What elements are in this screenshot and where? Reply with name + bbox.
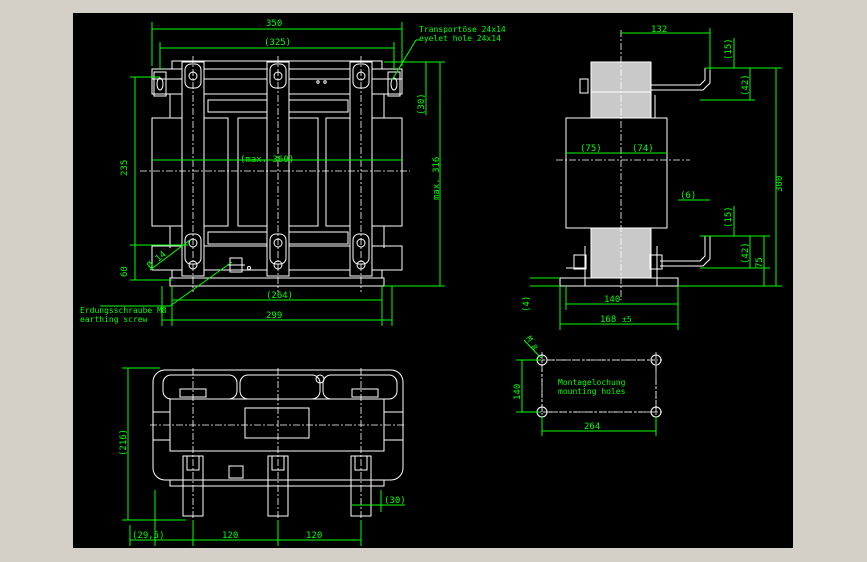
mounting-view: M 8 140 264 Montagelochung mounting hole… <box>513 335 664 436</box>
side-view <box>556 30 711 300</box>
top-view-dimensions: (216) (30) (29,5) 120 120 <box>119 367 406 546</box>
dim-42-top: (42) <box>741 74 751 96</box>
dim-350: 350 <box>266 19 282 29</box>
dim-74: (74) <box>632 144 654 154</box>
dim-120-b: 120 <box>306 531 322 541</box>
dim-max-316: max. 316 <box>432 157 442 200</box>
top-view <box>150 368 406 540</box>
label-mounting-en: mounting holes <box>558 387 626 396</box>
dim-140: 140 <box>604 295 620 305</box>
dim-132: 132 <box>651 25 667 35</box>
dim-15-top: (15) <box>724 38 734 60</box>
technical-drawing: 350 (325) (max. 360) 235 60 Ø 14 <box>80 19 785 546</box>
dim-30-top: (30) <box>417 93 427 115</box>
side-foot <box>559 277 679 287</box>
dim-15-bottom: (15) <box>724 206 734 228</box>
label-transport-de: Transportöse 24x14 <box>419 25 506 34</box>
dim-264: (264) <box>266 291 293 301</box>
dim-235: 235 <box>120 160 130 176</box>
drawing-canvas[interactable]: 350 (325) (max. 360) 235 60 Ø 14 <box>73 13 793 548</box>
dim-120-a: 120 <box>222 531 238 541</box>
dim-60: 60 <box>120 266 130 277</box>
dim-168: 168 <box>600 315 616 325</box>
label-mounting-de: Montagelochung <box>558 378 626 387</box>
front-view <box>140 56 410 292</box>
dim-299: 299 <box>266 311 282 321</box>
dim-140-mount: 140 <box>513 384 523 400</box>
dim-4: (4) <box>522 296 532 312</box>
side-view-dimensions: 132 (15) (42) 300 (75) (74) (6) (15) <box>522 25 785 330</box>
dim-264-mount: 264 <box>584 422 600 432</box>
dim-29-5: (29,5) <box>132 531 165 541</box>
front-view-dimensions: 350 (325) (max. 360) 235 60 Ø 14 <box>80 19 506 326</box>
dim-42-bottom: (42) <box>741 242 751 264</box>
dim-max-360: (max. 360) <box>240 155 294 165</box>
dim-6: (6) <box>680 191 696 201</box>
dim-75-right: 75 <box>755 257 765 268</box>
dim-300: 300 <box>775 176 785 192</box>
dim-325: (325) <box>264 38 291 48</box>
dim-168-tolerance: ±5 <box>622 315 632 324</box>
dim-75: (75) <box>580 144 602 154</box>
label-earth-en: earthing screw <box>80 315 148 324</box>
dim-30-right: (30) <box>384 496 406 506</box>
label-transport-en: eyelet hole 24x14 <box>419 34 501 43</box>
label-earth-de: Erdungsschraube M8 <box>80 306 167 315</box>
side-coil <box>565 117 668 229</box>
dim-dia-14: Ø 14 <box>145 249 169 271</box>
dim-216: (216) <box>119 429 129 456</box>
